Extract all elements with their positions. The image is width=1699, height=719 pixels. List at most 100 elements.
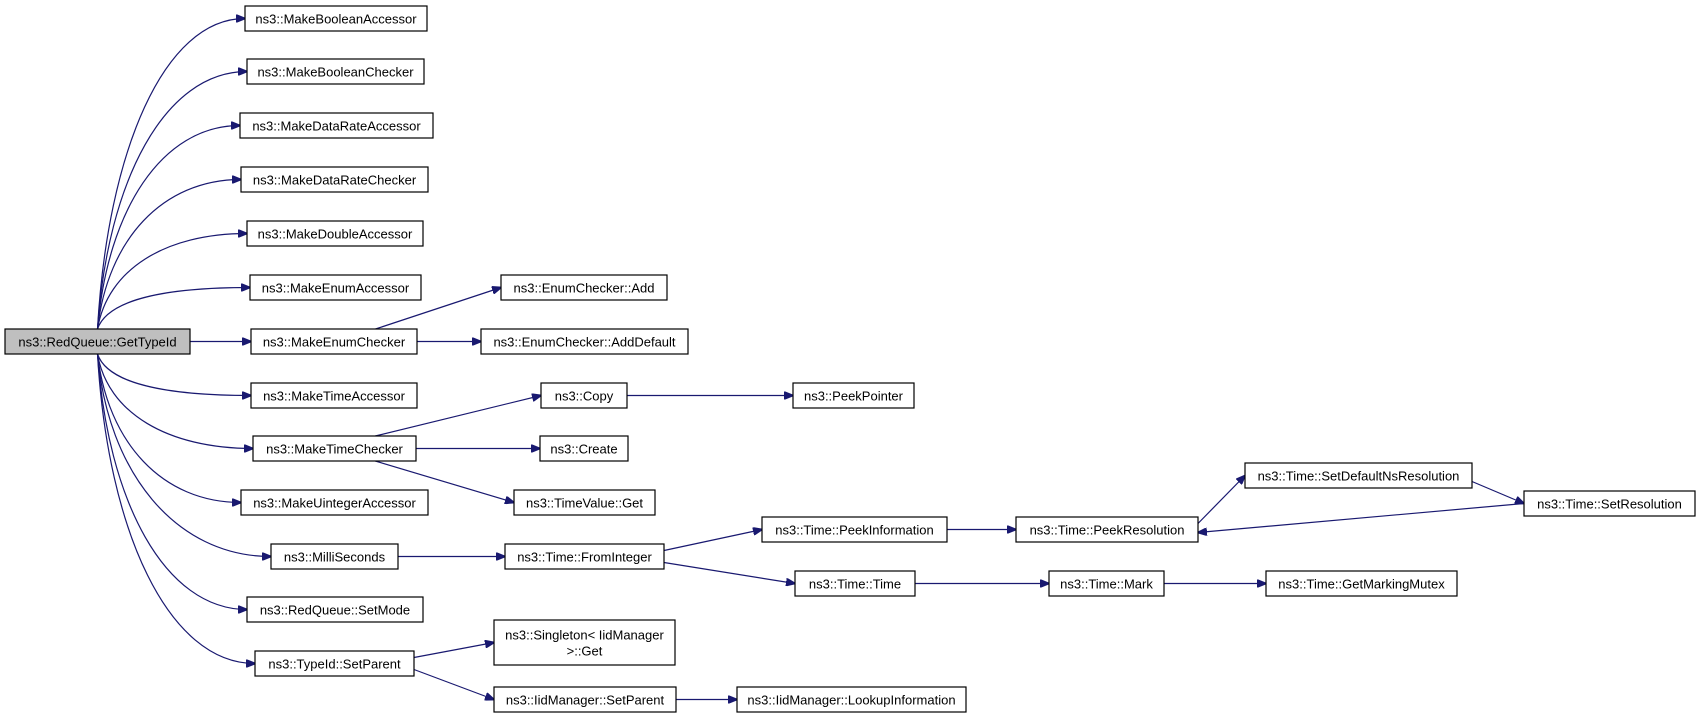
node-copy[interactable]: ns3::Copy [540, 382, 628, 409]
node-label: >::Get [567, 644, 603, 659]
node-drchk[interactable]: ns3::MakeDataRateChecker [240, 166, 429, 193]
node-label: ns3::MakeBooleanAccessor [255, 12, 417, 27]
edge-setparent-to-singget [413, 643, 494, 659]
node-timechk[interactable]: ns3::MakeTimeChecker [252, 435, 417, 462]
node-mutex[interactable]: ns3::Time::GetMarkingMutex [1265, 570, 1458, 597]
node-label: ns3::RedQueue::GetTypeId [18, 335, 176, 350]
node-label: ns3::MakeEnumAccessor [262, 281, 410, 296]
node-label: ns3::Time::PeekInformation [775, 523, 933, 538]
node-gettypeid[interactable]: ns3::RedQueue::GetTypeId [4, 328, 191, 355]
node-ecadd[interactable]: ns3::EnumChecker::Add [500, 274, 668, 301]
edge-peekres-to-setdefns [1197, 476, 1245, 524]
node-box [240, 166, 429, 193]
node-dblacc[interactable]: ns3::MakeDoubleAccessor [246, 220, 424, 247]
node-setmode[interactable]: ns3::RedQueue::SetMode [246, 596, 424, 623]
node-label: ns3::MakeDataRateAccessor [252, 119, 421, 134]
node-label: ns3::PeekPointer [804, 389, 904, 404]
node-dracc[interactable]: ns3::MakeDataRateAccessor [239, 112, 434, 139]
node-box [539, 435, 629, 462]
edge-gettypeid-to-timeacc [96, 353, 252, 396]
node-singget[interactable]: ns3::Singleton< IidManager>::Get [493, 619, 676, 666]
node-box [736, 686, 967, 713]
node-label: ns3::MilliSeconds [284, 550, 386, 565]
node-uintacc[interactable]: ns3::MakeUintegerAccessor [240, 489, 429, 516]
node-ecadddef[interactable]: ns3::EnumChecker::AddDefault [480, 328, 689, 355]
node-fromint[interactable]: ns3::Time::FromInteger [504, 543, 665, 570]
node-label: ns3::Time::Mark [1060, 577, 1153, 592]
node-label: ns3::EnumChecker::AddDefault [493, 335, 675, 350]
node-boolacc[interactable]: ns3::MakeBooleanAccessor [244, 5, 428, 32]
node-iidsetparent[interactable]: ns3::IidManager::SetParent [493, 686, 677, 713]
node-label: ns3::MakeEnumChecker [263, 335, 406, 350]
edge-gettypeid-to-uintacc [96, 353, 242, 503]
edge-gettypeid-to-boolchk [96, 72, 248, 330]
node-box [540, 382, 628, 409]
node-box [246, 596, 424, 623]
node-box [270, 543, 399, 570]
node-box [250, 382, 418, 409]
node-setparent[interactable]: ns3::TypeId::SetParent [254, 650, 415, 677]
node-box [249, 274, 422, 301]
edge-fromint-to-timetime [663, 561, 795, 584]
edge-gettypeid-to-dracc [96, 126, 241, 330]
node-label: ns3::MakeBooleanChecker [257, 65, 414, 80]
node-box [246, 58, 425, 85]
node-box [4, 328, 191, 355]
edge-gettypeid-to-dblacc [96, 234, 248, 330]
node-label: ns3::Time::FromInteger [517, 550, 652, 565]
node-label: ns3::EnumChecker::Add [514, 281, 655, 296]
node-box [792, 382, 915, 409]
node-enumchk[interactable]: ns3::MakeEnumChecker [250, 328, 418, 355]
node-label: ns3::IidManager::SetParent [506, 693, 665, 708]
node-box [252, 435, 417, 462]
node-boolchk[interactable]: ns3::MakeBooleanChecker [246, 58, 425, 85]
node-label: ns3::Time::PeekResolution [1030, 523, 1185, 538]
node-label: ns3::Time::Time [809, 577, 901, 592]
node-box [493, 686, 677, 713]
node-box [493, 619, 676, 666]
node-tvget[interactable]: ns3::TimeValue::Get [513, 489, 656, 516]
node-box [504, 543, 665, 570]
edge-gettypeid-to-milli [96, 353, 272, 557]
node-label: ns3::RedQueue::SetMode [260, 603, 410, 618]
edge-timechk-to-tvget [375, 460, 514, 503]
node-box [240, 489, 429, 516]
edge-gettypeid-to-timechk [96, 353, 254, 449]
edge-gettypeid-to-drchk [96, 180, 242, 330]
node-create[interactable]: ns3::Create [539, 435, 629, 462]
edge-gettypeid-to-setmode [96, 353, 248, 610]
node-label: ns3::Copy [555, 389, 614, 404]
node-lookup[interactable]: ns3::IidManager::LookupInformation [736, 686, 967, 713]
edge-gettypeid-to-setparent [96, 353, 256, 664]
node-peekptr[interactable]: ns3::PeekPointer [792, 382, 915, 409]
node-box [480, 328, 689, 355]
node-label: ns3::MakeTimeChecker [266, 442, 403, 457]
node-box [1265, 570, 1458, 597]
node-timetime[interactable]: ns3::Time::Time [794, 570, 916, 597]
node-label: ns3::Singleton< IidManager [505, 628, 664, 643]
node-timeacc[interactable]: ns3::MakeTimeAccessor [250, 382, 418, 409]
node-box [1048, 570, 1165, 597]
node-enumacc[interactable]: ns3::MakeEnumAccessor [249, 274, 422, 301]
node-label: ns3::MakeDoubleAccessor [258, 227, 413, 242]
node-box [513, 489, 656, 516]
node-box [239, 112, 434, 139]
node-setres[interactable]: ns3::Time::SetResolution [1523, 490, 1696, 517]
node-peekres[interactable]: ns3::Time::PeekResolution [1015, 516, 1199, 543]
node-label: ns3::IidManager::LookupInformation [747, 693, 955, 708]
edge-enumchk-to-ecadd [375, 288, 502, 330]
node-label: ns3::MakeTimeAccessor [263, 389, 406, 404]
node-label: ns3::MakeUintegerAccessor [253, 496, 416, 511]
node-box [761, 516, 948, 543]
node-box [244, 5, 428, 32]
node-label: ns3::Create [550, 442, 617, 457]
node-label: ns3::MakeDataRateChecker [253, 173, 417, 188]
node-label: ns3::TimeValue::Get [526, 496, 643, 511]
node-milli[interactable]: ns3::MilliSeconds [270, 543, 399, 570]
node-setdefns[interactable]: ns3::Time::SetDefaultNsResolution [1244, 462, 1473, 489]
node-mark[interactable]: ns3::Time::Mark [1048, 570, 1165, 597]
node-label: ns3::Time::SetResolution [1537, 497, 1682, 512]
node-peekinfo[interactable]: ns3::Time::PeekInformation [761, 516, 948, 543]
node-label: ns3::Time::GetMarkingMutex [1278, 577, 1445, 592]
